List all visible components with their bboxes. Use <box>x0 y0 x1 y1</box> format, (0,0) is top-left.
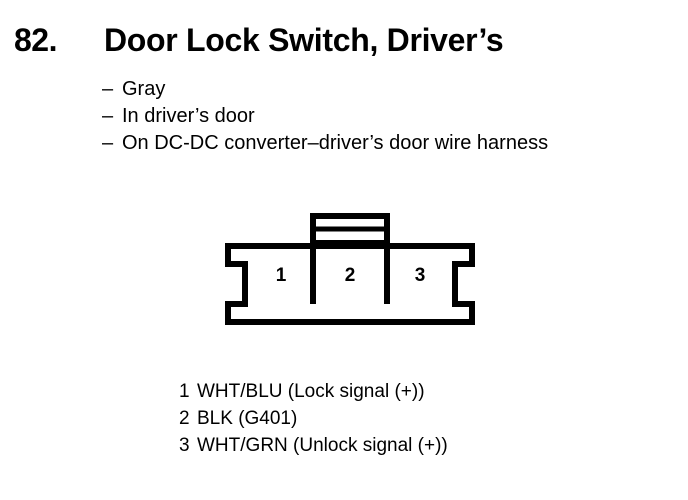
note-text: Gray <box>122 78 166 100</box>
item-number: 82. <box>14 22 57 58</box>
pin-number-3: 3 <box>415 265 426 286</box>
pin-number-2: 2 <box>345 265 356 286</box>
pin-legend: 1 WHT/BLU (Lock signal (+)) 2 BLK (G401)… <box>179 378 639 459</box>
legend-pin-number: 3 <box>179 435 190 456</box>
connector-body-outline <box>225 243 475 325</box>
legend-row: 2 BLK (G401) <box>179 405 639 432</box>
note-item: – In driver’s door <box>102 103 682 130</box>
page-header: 82. Door Lock Switch, Driver’s <box>0 20 688 64</box>
dash-bullet-icon: – <box>102 105 114 127</box>
connector-diagram: 1 2 3 <box>224 212 476 327</box>
legend-row: 3 WHT/GRN (Unlock signal (+)) <box>179 432 639 459</box>
connector-locking-tab <box>310 213 390 246</box>
note-item: – On DC-DC converter–driver’s door wire … <box>102 130 682 157</box>
dash-bullet-icon: – <box>102 132 114 154</box>
note-item: – Gray <box>102 76 682 103</box>
legend-pin-number: 1 <box>179 381 190 402</box>
legend-row: 1 WHT/BLU (Lock signal (+)) <box>179 378 639 405</box>
notes-list: – Gray – In driver’s door – On DC-DC con… <box>102 76 682 157</box>
note-text: On DC-DC converter–driver’s door wire ha… <box>122 132 549 154</box>
pin-number-1: 1 <box>276 265 287 286</box>
legend-pin-number: 2 <box>179 408 190 429</box>
dash-bullet-icon: – <box>102 78 114 100</box>
page-title: Door Lock Switch, Driver’s <box>104 22 504 58</box>
note-text: In driver’s door <box>122 105 255 127</box>
legend-pin-description: WHT/GRN (Unlock signal (+)) <box>197 435 448 456</box>
legend-pin-description: BLK (G401) <box>197 408 298 429</box>
legend-pin-description: WHT/BLU (Lock signal (+)) <box>197 381 425 402</box>
